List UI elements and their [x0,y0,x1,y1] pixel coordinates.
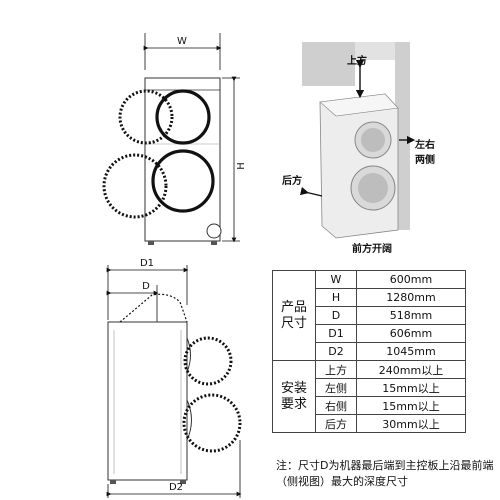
back-label: 后方 [282,174,302,187]
lower-door-swing [102,153,168,219]
spec-key: 上方 [315,360,357,379]
product-size-group-label: 产品尺寸 [272,270,316,361]
front-view: W H [102,33,247,245]
side-upper-door-swing [183,336,233,386]
side-lower-door-swing [182,393,242,453]
spec-value: 15mm以上 [356,378,466,397]
lower-door-circle [151,149,215,213]
spec-value: 518mm [356,306,466,325]
spec-value: 30mm以上 [356,414,466,433]
spec-key: D [315,306,357,325]
front-label: 前方开阔 [352,242,392,255]
d-label: D [142,281,150,292]
spec-value: 240mm以上 [356,360,466,379]
d1-label: D1 [140,258,154,269]
install-requirements-group-label: 安装要求 [272,360,316,433]
side-cabinet [107,321,188,481]
upper-door-swing [118,89,174,145]
spec-value: 600mm [356,270,466,289]
perspective-machine [319,93,399,239]
side-label: 左右两侧 [414,138,435,166]
spec-key: D2 [315,342,357,361]
footnote: 注：尺寸D为机器最后端到主控板上沿最前端（侧视图）最大的深度尺寸 [276,459,494,488]
spec-key: W [315,270,357,289]
spec-key: D1 [315,324,357,343]
spec-value: 1280mm [356,288,466,307]
spec-key: H [315,288,357,307]
spec-value: 606mm [356,324,466,343]
control-panel-outline [119,293,188,323]
perspective-view [299,42,416,239]
side-view: D1 D D2 [106,258,242,498]
top-label: 上方 [347,54,367,67]
w-label: W [177,36,187,47]
spec-key: 右侧 [315,396,357,415]
spec-key: 左侧 [315,378,357,397]
spec-key: 后方 [315,414,357,433]
back-clearance-arrow [299,186,323,197]
spec-value: 15mm以上 [356,396,466,415]
upper-door-circle [155,89,211,145]
h-label: H [236,162,247,170]
d2-label: D2 [169,482,183,493]
spec-value: 1045mm [356,342,466,361]
